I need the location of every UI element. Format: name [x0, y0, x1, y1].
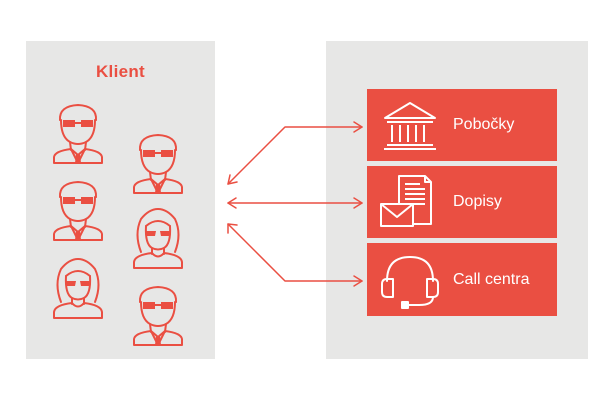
- bank-building-icon: [384, 102, 436, 150]
- client-title: Klient: [95, 62, 146, 81]
- channel-dopisy: Dopisy: [367, 166, 557, 238]
- headset-icon: [381, 256, 439, 309]
- channel-pobocky: Pobočky: [367, 89, 557, 161]
- arrow-pobocky: [227, 121, 363, 185]
- arrow-dopisy: [227, 197, 363, 209]
- channel-label: Call centra: [453, 270, 530, 288]
- channel-callcentra: Call centra: [367, 243, 557, 316]
- envelope-letter-icon: [380, 175, 432, 227]
- arrow-callcentra: [227, 223, 363, 287]
- channel-label: Pobočky: [453, 116, 515, 133]
- channel-label: Dopisy: [453, 193, 502, 210]
